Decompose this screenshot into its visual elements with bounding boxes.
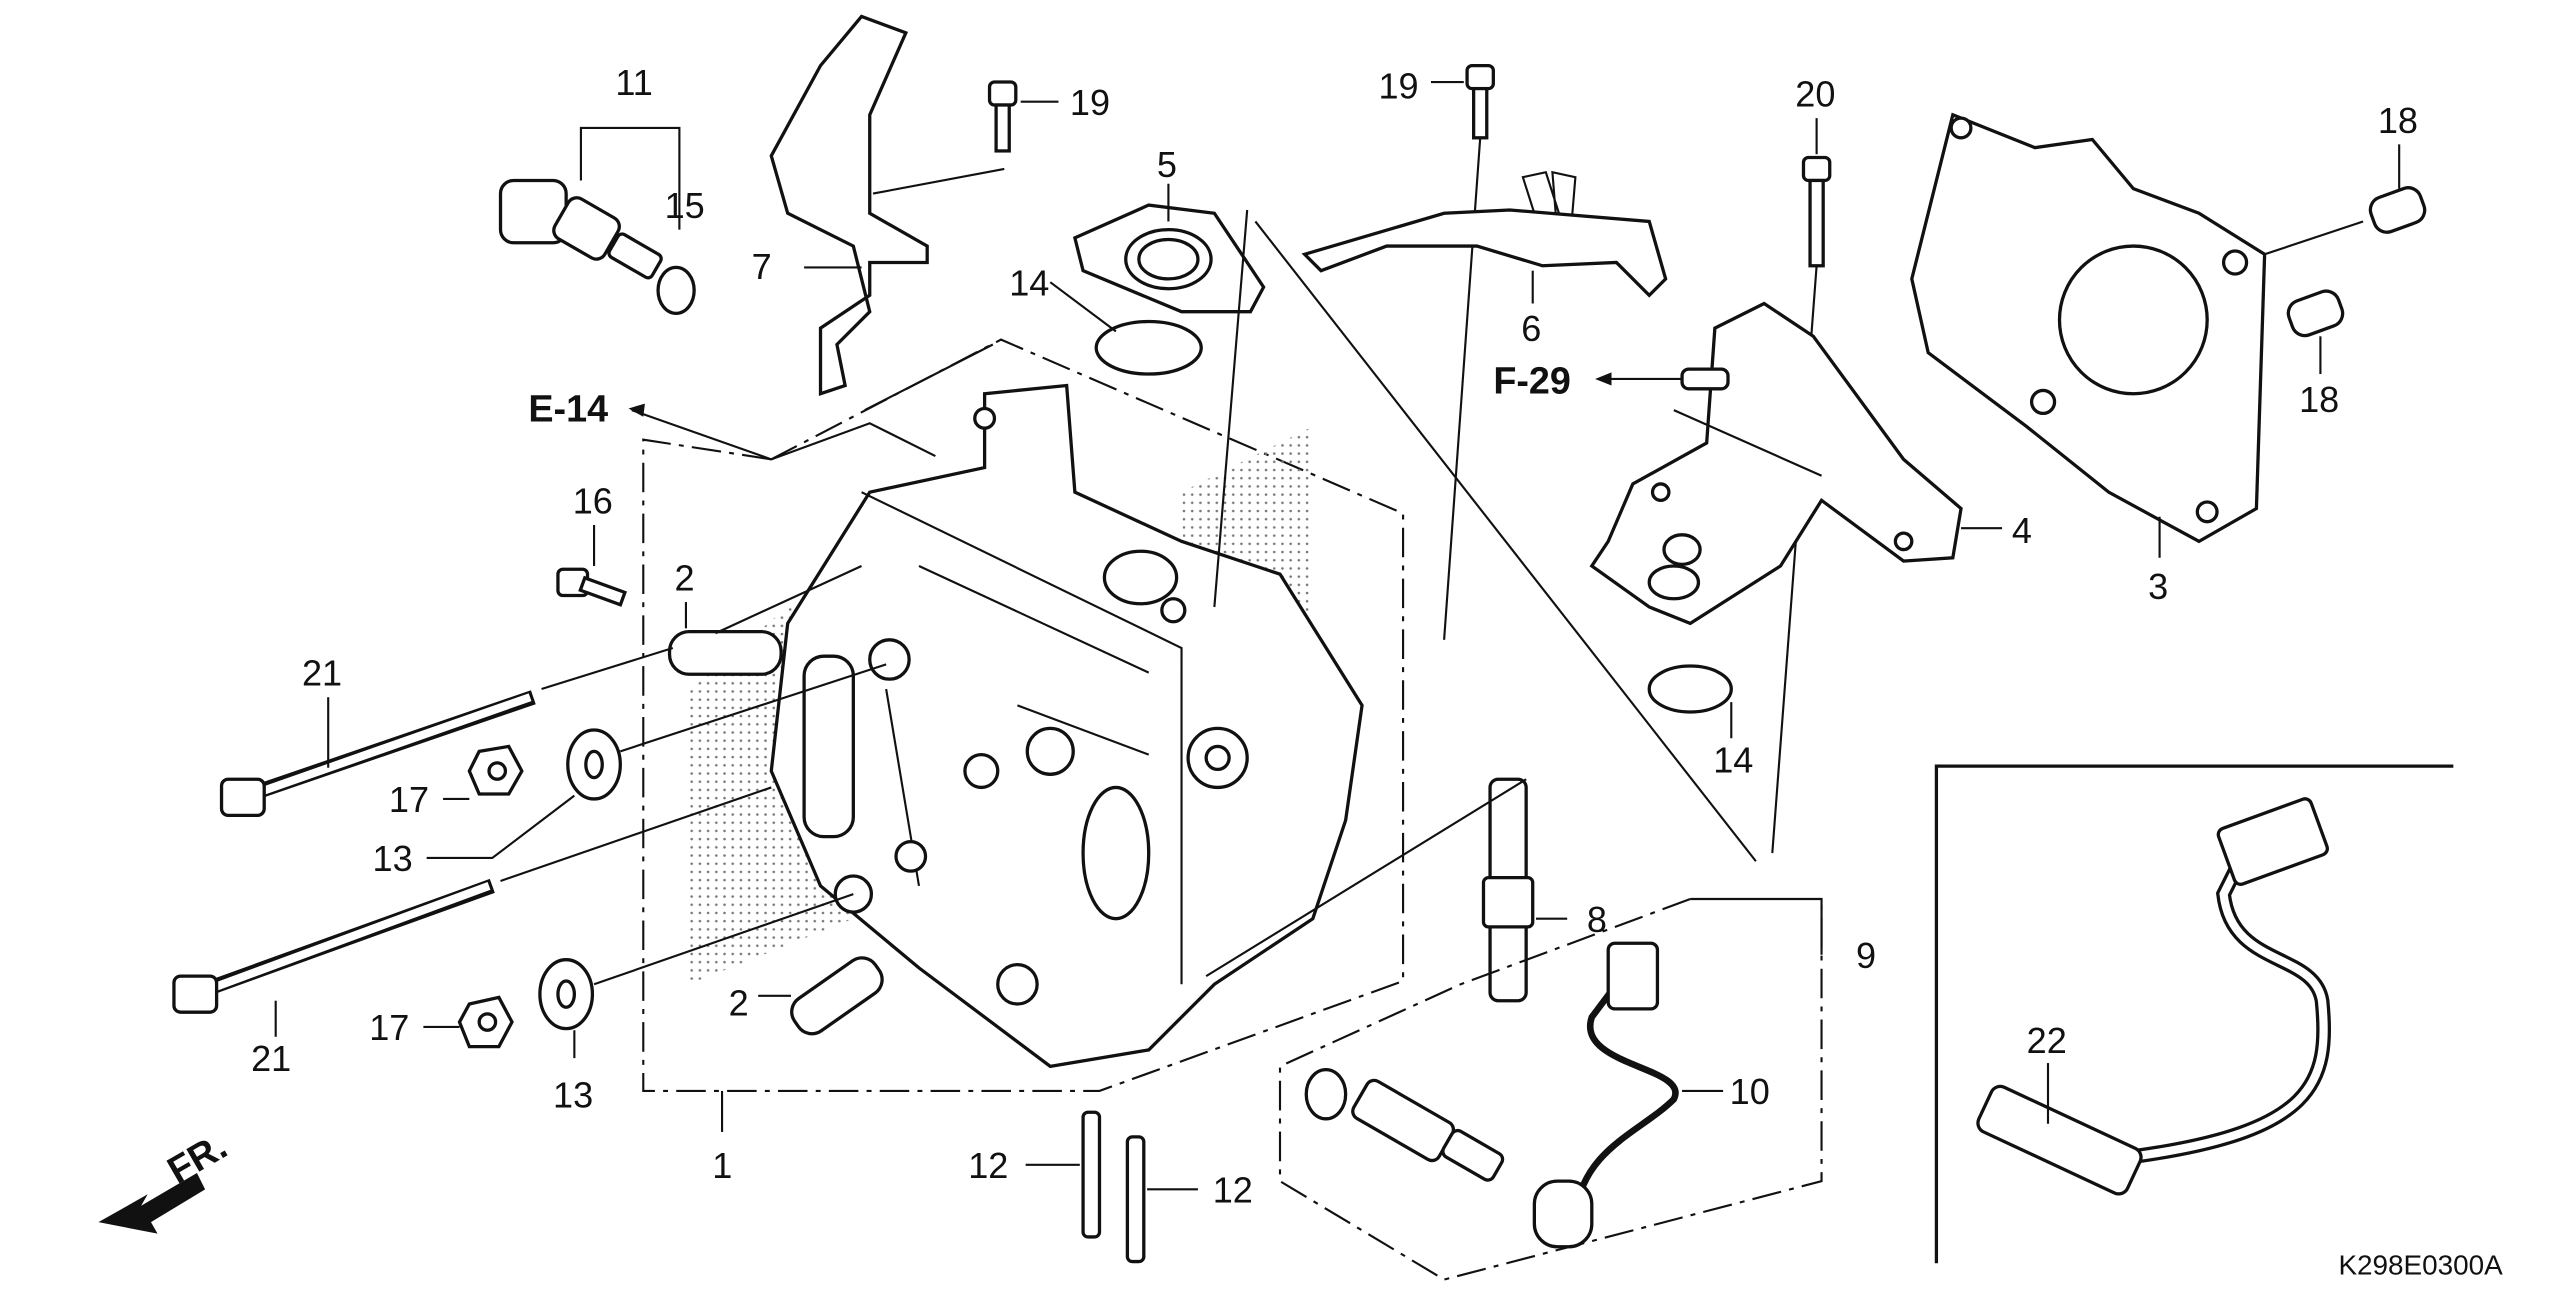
callout-15: 15: [665, 185, 705, 226]
reference-e14-pointer: [628, 403, 936, 461]
part-18-dowel-upper: [2264, 144, 2427, 256]
callout-11: 11: [615, 62, 652, 103]
callout-18b: 18: [2299, 379, 2339, 420]
callout-13: 13: [373, 838, 413, 879]
callout-9: 9: [1856, 935, 1876, 976]
callout-2b: 2: [729, 982, 749, 1023]
callout-4: 4: [2012, 510, 2032, 551]
part-11-sensor: [498, 126, 696, 315]
part-19-bolt-left: [987, 80, 1059, 153]
callout-12b: 12: [1213, 1169, 1253, 1210]
callout-13b: 13: [553, 1074, 593, 1115]
cylinder-head: [689, 383, 1364, 1069]
callout-8: 8: [1587, 899, 1607, 940]
callout-18: 18: [2378, 100, 2418, 141]
callout-16: 16: [573, 480, 613, 521]
drawing-code: K298E0300A: [2338, 1250, 2503, 1281]
cylinder-head-group-outline: [642, 338, 1405, 1132]
part-21-bolt-lower: [172, 786, 772, 1037]
part-13-washer-upper: [426, 663, 887, 860]
callout-5: 5: [1157, 144, 1177, 185]
callout-1: 1: [712, 1145, 732, 1186]
callout-7: 7: [752, 246, 772, 287]
callout-21: 21: [302, 653, 342, 694]
part-4-intake-manifold: [1589, 301, 2003, 739]
part-3-gasket: [1910, 112, 2267, 558]
part-16-bolt: [556, 524, 628, 607]
part-21-bolt-upper: [219, 646, 674, 817]
callout-22: 22: [2027, 1020, 2067, 1061]
callout-6: 6: [1521, 308, 1541, 349]
callout-21b: 21: [251, 1038, 291, 1079]
part-6-bracket: [1254, 170, 1757, 862]
callout-3: 3: [2148, 566, 2168, 607]
part-2-dowel-lower: [758, 956, 884, 1036]
part-17-nut-lower: [423, 995, 514, 1049]
callout-2: 2: [674, 558, 694, 599]
callout-19b: 19: [1378, 65, 1418, 106]
callout-10: 10: [1730, 1071, 1770, 1112]
callout-14: 14: [1009, 262, 1049, 303]
part-8-spark-plug: [1205, 777, 1568, 1003]
reference-f29-pointer: [1595, 372, 1683, 386]
part-9-sensor-group: [1278, 897, 1823, 1281]
front-arrow-icon: FR.: [98, 1125, 234, 1234]
callout-19: 19: [1070, 82, 1110, 123]
reference-f29[interactable]: F-29: [1493, 360, 1571, 402]
callout-17: 17: [389, 779, 429, 820]
part-18-dowel-lower: [2286, 289, 2345, 375]
part-13-washer-lower: [538, 893, 854, 1059]
part-17-nut-upper: [443, 744, 524, 800]
reference-e14[interactable]: E-14: [528, 388, 608, 430]
part-22-inset: [1934, 764, 2454, 1264]
part-5-insulator: [1049, 183, 1266, 608]
callout-12: 12: [968, 1145, 1008, 1186]
part-7-bracket: [769, 14, 1005, 412]
part-19-bolt-right: [1430, 63, 1495, 640]
part-12-stud-right: [1125, 1135, 1198, 1264]
callout-labels: 11 15 19 7 5 14 19 6 20 18 18 3 4 16 2 2…: [251, 62, 2418, 1210]
part-12-stud-left: [1025, 1110, 1102, 1239]
front-marker-label: FR.: [160, 1125, 234, 1192]
callout-17b: 17: [369, 1007, 409, 1048]
callout-14b: 14: [1713, 740, 1753, 781]
callout-20: 20: [1795, 74, 1835, 115]
part-2-dowel-upper: [667, 565, 862, 676]
